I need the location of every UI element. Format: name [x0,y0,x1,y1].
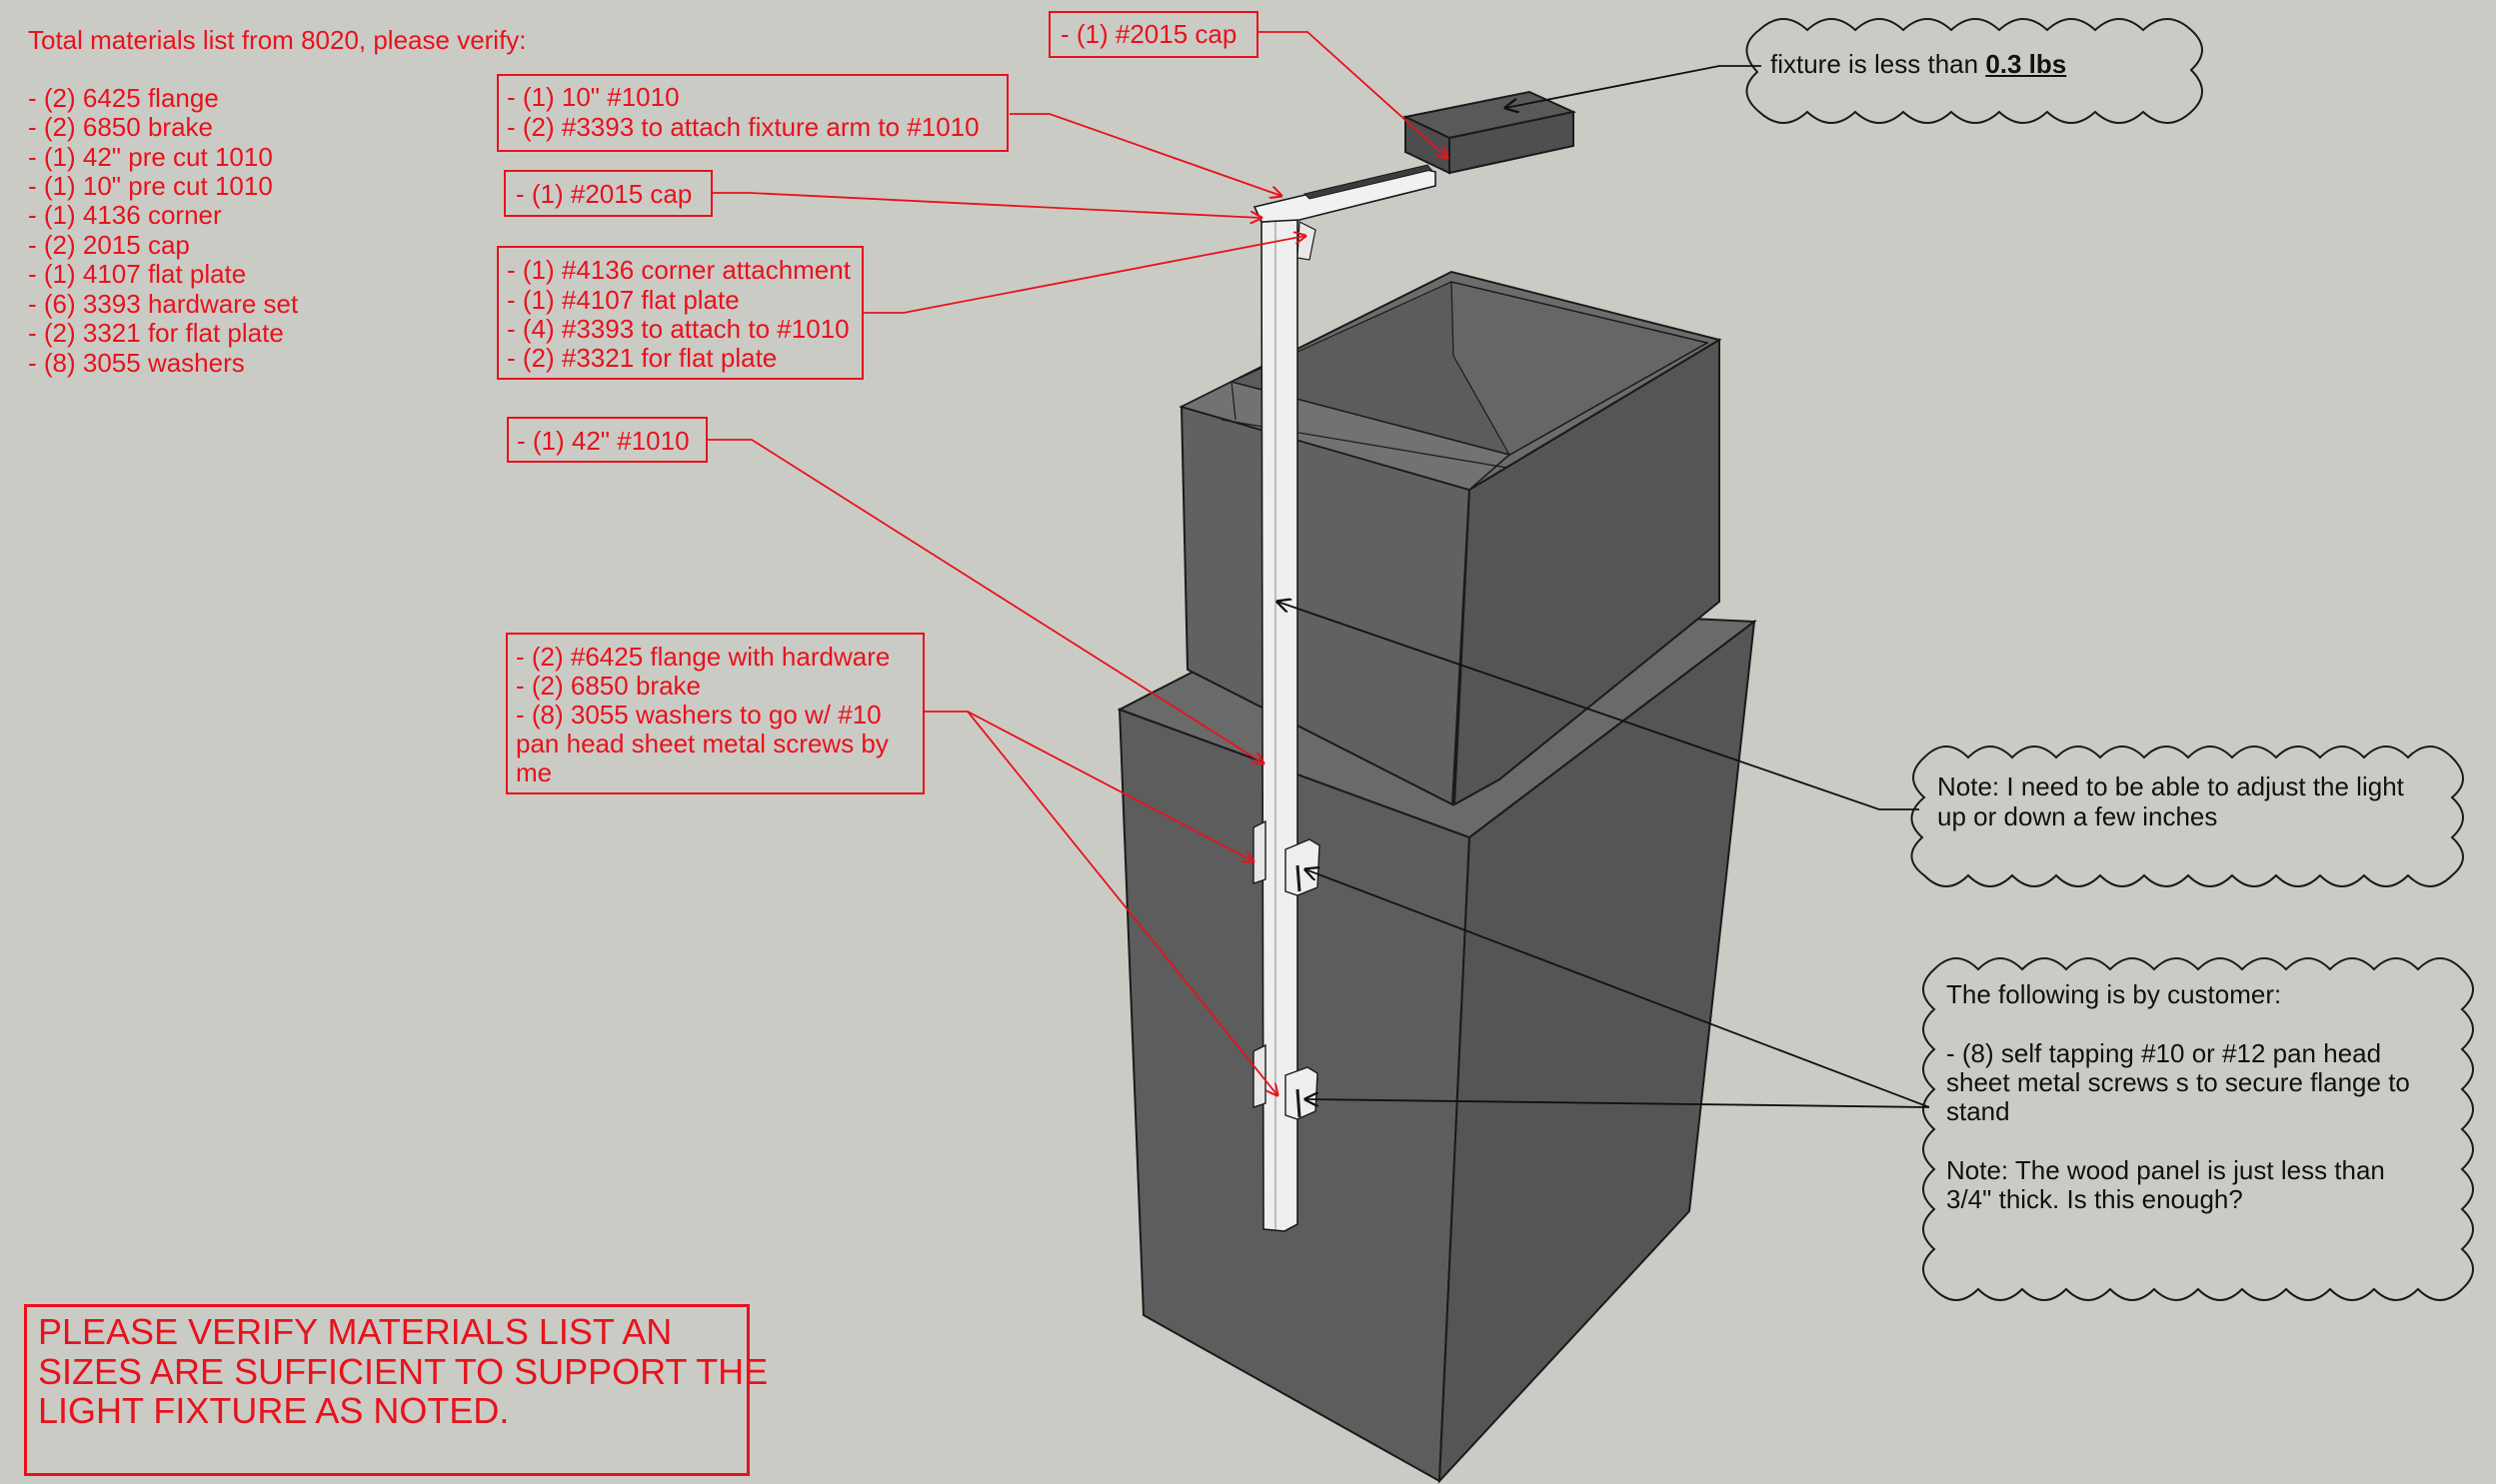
fixture-weight-note: fixture is less than 0.3 lbs [1770,51,2066,77]
customer-note-line: 3/4" thick. Is this enough? [1946,1184,2243,1214]
materials-item: - (8) 3055 washers [28,348,245,378]
customer-note-line: The following is by customer: [1946,979,2282,1009]
callout-line: - (1) 42" #1010 [517,426,690,456]
leader-cap-top [1257,31,1447,158]
materials-item: - (2) 6425 flange [28,83,219,113]
verify-line: SIZES ARE SUFFICIENT TO SUPPORT THE [38,1351,769,1392]
leader-adjust [1277,602,1919,810]
callout-line: - (2) #3321 for flat plate [507,343,778,373]
callout-corner: - (1) #4136 corner attachment - (1) #410… [497,246,864,380]
fixture-weight-prefix: fixture is less than [1770,49,1986,79]
materials-item: - (6) 3393 hardware set [28,289,299,319]
customer-note-line: Note: The wood panel is just less than [1946,1155,2385,1185]
callout-line: - (2) 6850 brake [516,671,701,701]
callout-line: - (1) #4136 corner attachment [507,255,851,285]
callout-line: - (1) #2015 cap [1061,19,1238,49]
verify-line: PLEASE VERIFY MATERIALS LIST AN [38,1311,673,1352]
leader-fixture [1505,65,1761,108]
callout-line: me [516,757,553,787]
leader-post [708,439,1263,763]
materials-item: - (1) 42" pre cut 1010 [28,142,273,172]
callout-line: - (1) #2015 cap [516,179,693,209]
callout-line: - (4) #3393 to attach to #1010 [507,314,850,344]
verify-note: PLEASE VERIFY MATERIALS LIST AN SIZES AR… [24,1304,768,1476]
callout-cap-top: - (1) #2015 cap [1049,11,1258,58]
materials-item: - (2) 6850 brake [28,112,213,142]
materials-item: - (1) 4136 corner [28,200,222,230]
customer-note-line: - (8) self tapping #10 or #12 pan head [1946,1038,2382,1068]
customer-note-line: sheet metal screws s to secure flange to [1946,1067,2410,1097]
callout-line: - (2) #6425 flange with hardware [516,642,891,672]
leader-customer-lower [1305,1099,1930,1108]
verify-line: LIGHT FIXTURE AS NOTED. [38,1390,510,1431]
leader-arm [1010,113,1281,196]
materials-heading: Total materials list from 8020, please v… [28,25,527,55]
callout-line: - (2) #3393 to attach fixture arm to #10… [507,112,980,142]
leader-cap-mid [713,192,1261,218]
materials-item: - (1) 4107 flat plate [28,259,247,289]
callout-line: pan head sheet metal screws by [516,729,889,758]
customer-note-line: stand [1946,1096,2010,1126]
leader-customer-upper [1305,869,1930,1108]
materials-item: - (2) 3321 for flat plate [28,318,284,348]
callout-arm: - (1) 10" #1010 - (2) #3393 to attach fi… [497,74,1009,152]
materials-item: - (1) 10" pre cut 1010 [28,171,273,201]
light-fixture [1401,90,1577,175]
cloud-fixture [1745,18,2203,124]
upper-stand-box [1179,270,1722,806]
callout-cap-mid: - (1) #2015 cap [504,170,713,217]
fixture-weight-value: 0.3 lbs [1985,49,2067,79]
black-leaders [1277,65,1930,1108]
leader-corner [864,236,1305,314]
callout-flange: - (2) #6425 flange with hardware - (2) 6… [506,633,925,794]
cloud-adjust [1910,745,2464,887]
leader-flange-lower [967,711,1277,1095]
adjust-note-line: Note: I need to be able to adjust the li… [1937,771,2404,801]
cloud-customer [1922,957,2474,1301]
callout-post: - (1) 42" #1010 [507,417,708,463]
callout-line: - (8) 3055 washers to go w/ #10 [516,700,882,730]
callout-line: - (1) #4107 flat plate [507,285,740,315]
adjust-note-line: up or down a few inches [1937,801,2218,831]
callout-line: - (1) 10" #1010 [507,82,680,112]
materials-item: - (2) 2015 cap [28,230,190,260]
red-leaders [708,31,1447,1095]
